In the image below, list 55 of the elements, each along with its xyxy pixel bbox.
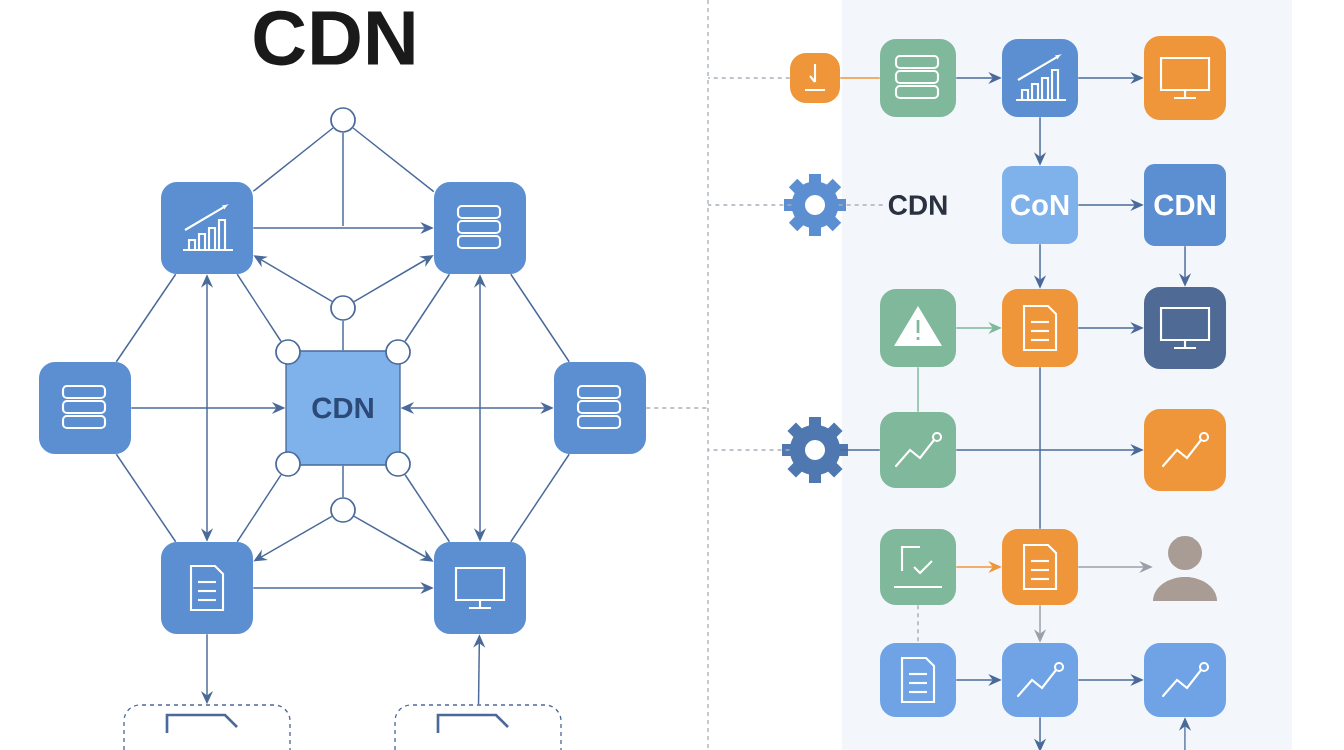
icon-tile bbox=[554, 362, 646, 454]
cdn-label: CDN bbox=[888, 195, 947, 215]
gear-icon bbox=[784, 174, 846, 236]
connector-line bbox=[707, 77, 791, 79]
icon-tile bbox=[1144, 643, 1226, 717]
cdn-box: CDN bbox=[285, 350, 401, 466]
junction-circle bbox=[330, 295, 356, 321]
icon-tile bbox=[434, 542, 526, 634]
connector-line bbox=[342, 132, 344, 227]
connector-line bbox=[839, 77, 881, 79]
icon-tile bbox=[1144, 409, 1226, 491]
icon-tile bbox=[39, 362, 131, 454]
icon-tile bbox=[880, 529, 956, 605]
connector-line bbox=[236, 273, 282, 342]
connector-line bbox=[342, 464, 344, 498]
cdn-box: CoN bbox=[1002, 166, 1078, 244]
dashed-box bbox=[123, 704, 291, 750]
icon-tile bbox=[1144, 287, 1226, 369]
icon-tile bbox=[880, 412, 956, 488]
title: CDN bbox=[254, 10, 414, 66]
connector-line bbox=[510, 273, 570, 363]
junction-circle bbox=[385, 451, 411, 477]
connector-line bbox=[404, 474, 451, 543]
gear-icon bbox=[782, 417, 848, 483]
connector-line bbox=[917, 604, 919, 644]
icon-tile bbox=[434, 182, 526, 274]
icon-tile bbox=[161, 542, 253, 634]
connector-line bbox=[342, 320, 344, 352]
connector-line bbox=[645, 407, 709, 409]
junction-circle bbox=[275, 339, 301, 365]
junction-circle bbox=[330, 107, 356, 133]
icon-tile bbox=[161, 182, 253, 274]
junction-circle bbox=[385, 339, 411, 365]
cdn-box: CDN bbox=[1144, 164, 1226, 246]
connector-line bbox=[707, 449, 791, 451]
connector-line bbox=[707, 204, 793, 206]
icon-tile bbox=[1002, 643, 1078, 717]
connector-line bbox=[352, 127, 435, 193]
connector-line bbox=[404, 273, 451, 342]
download-badge bbox=[790, 53, 840, 103]
connector-line bbox=[917, 366, 919, 413]
connector-line bbox=[510, 453, 570, 543]
connector-line bbox=[236, 474, 282, 543]
connector-line bbox=[115, 453, 177, 543]
dashed-bus-line bbox=[707, 0, 709, 750]
junction-circle bbox=[275, 451, 301, 477]
connector-line bbox=[839, 449, 881, 451]
dashed-box bbox=[394, 704, 562, 750]
connector-line bbox=[837, 204, 884, 206]
connector-line bbox=[115, 273, 177, 363]
connector-line bbox=[1039, 366, 1041, 530]
person-icon bbox=[1153, 536, 1217, 601]
junction-circle bbox=[330, 497, 356, 523]
connector-line bbox=[252, 127, 334, 193]
icon-tile bbox=[1144, 36, 1226, 120]
